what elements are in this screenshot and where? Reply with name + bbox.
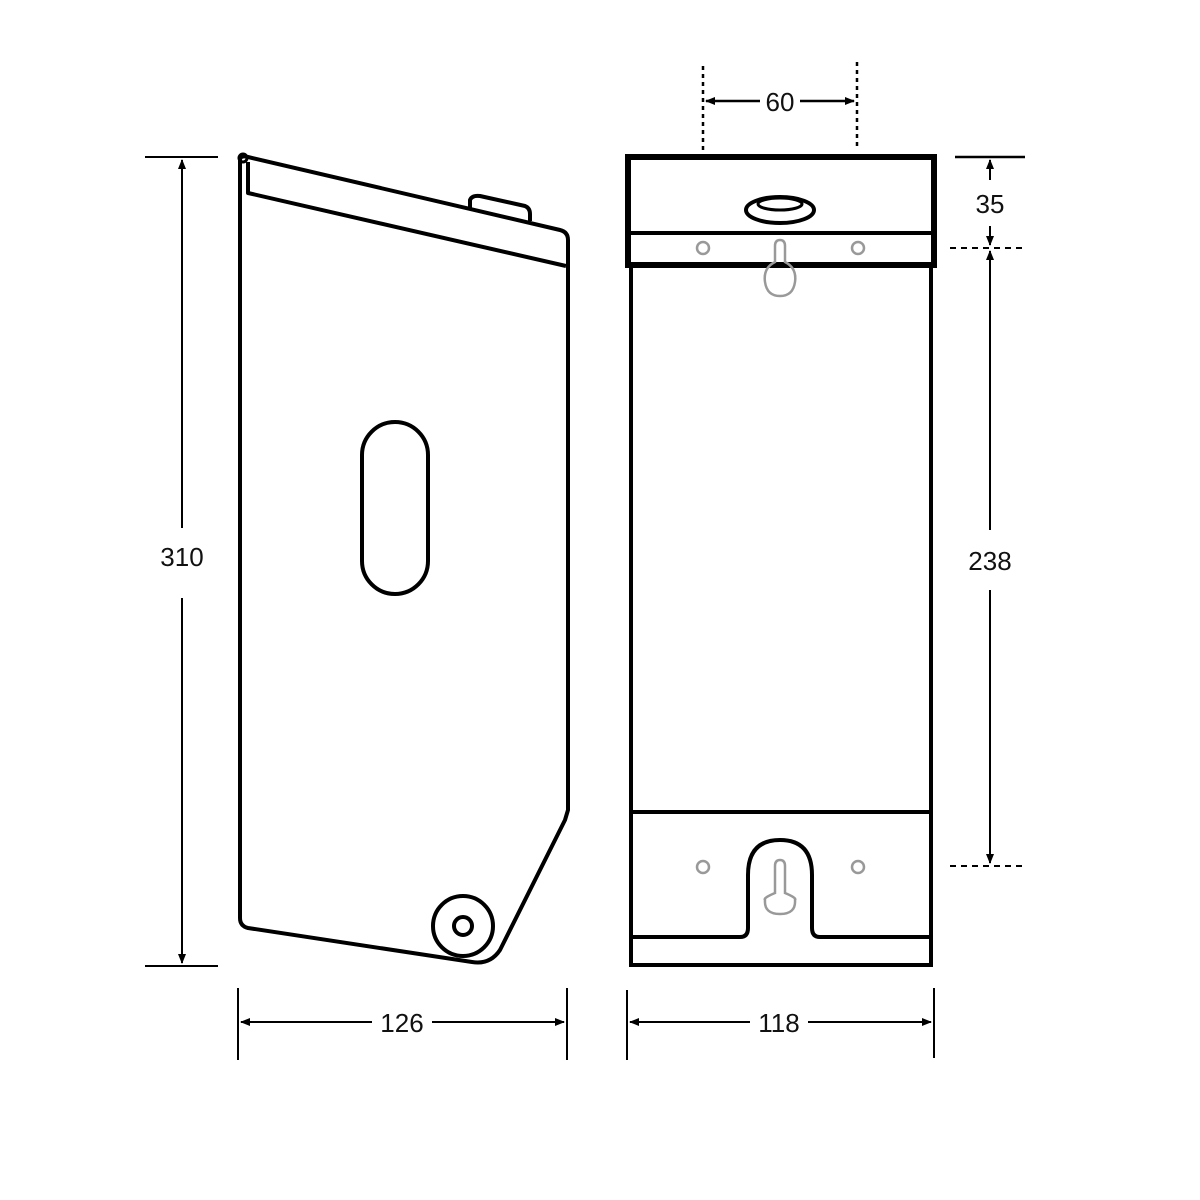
mount-hole-icon xyxy=(850,859,866,875)
roller-inner-icon xyxy=(452,915,474,937)
side-view xyxy=(237,152,570,965)
roller-outer-icon xyxy=(431,894,495,958)
top-section-label: 35 xyxy=(976,189,1005,219)
front-view xyxy=(625,154,937,967)
vertical-dimensions xyxy=(950,155,1025,867)
side-window-slot xyxy=(360,420,430,596)
hinge-icon xyxy=(237,152,249,164)
depth-label: 126 xyxy=(380,1008,423,1038)
height-label: 310 xyxy=(160,542,203,572)
keyhole-icon xyxy=(763,858,797,916)
side-depth-dimension xyxy=(237,988,568,1060)
front-body-outline xyxy=(629,265,933,967)
side-top-tab xyxy=(468,193,532,221)
side-lid-band xyxy=(246,162,567,268)
width-label: 118 xyxy=(758,1008,799,1038)
mount-hole-icon xyxy=(850,240,866,256)
hole-spacing-label: 60 xyxy=(766,87,795,117)
mount-span-label: 238 xyxy=(968,546,1011,576)
mount-hole-icon xyxy=(695,859,711,875)
keyhole-icon xyxy=(763,238,797,298)
mounting-holes xyxy=(695,238,866,916)
mount-hole-icon xyxy=(695,240,711,256)
hole-spacing-dimension xyxy=(701,62,859,152)
front-width-dimension xyxy=(626,988,935,1060)
front-top-cap xyxy=(625,154,937,268)
front-bottom-cutout xyxy=(631,837,931,939)
side-height-dimension xyxy=(145,156,218,967)
side-body-outline xyxy=(238,154,570,965)
